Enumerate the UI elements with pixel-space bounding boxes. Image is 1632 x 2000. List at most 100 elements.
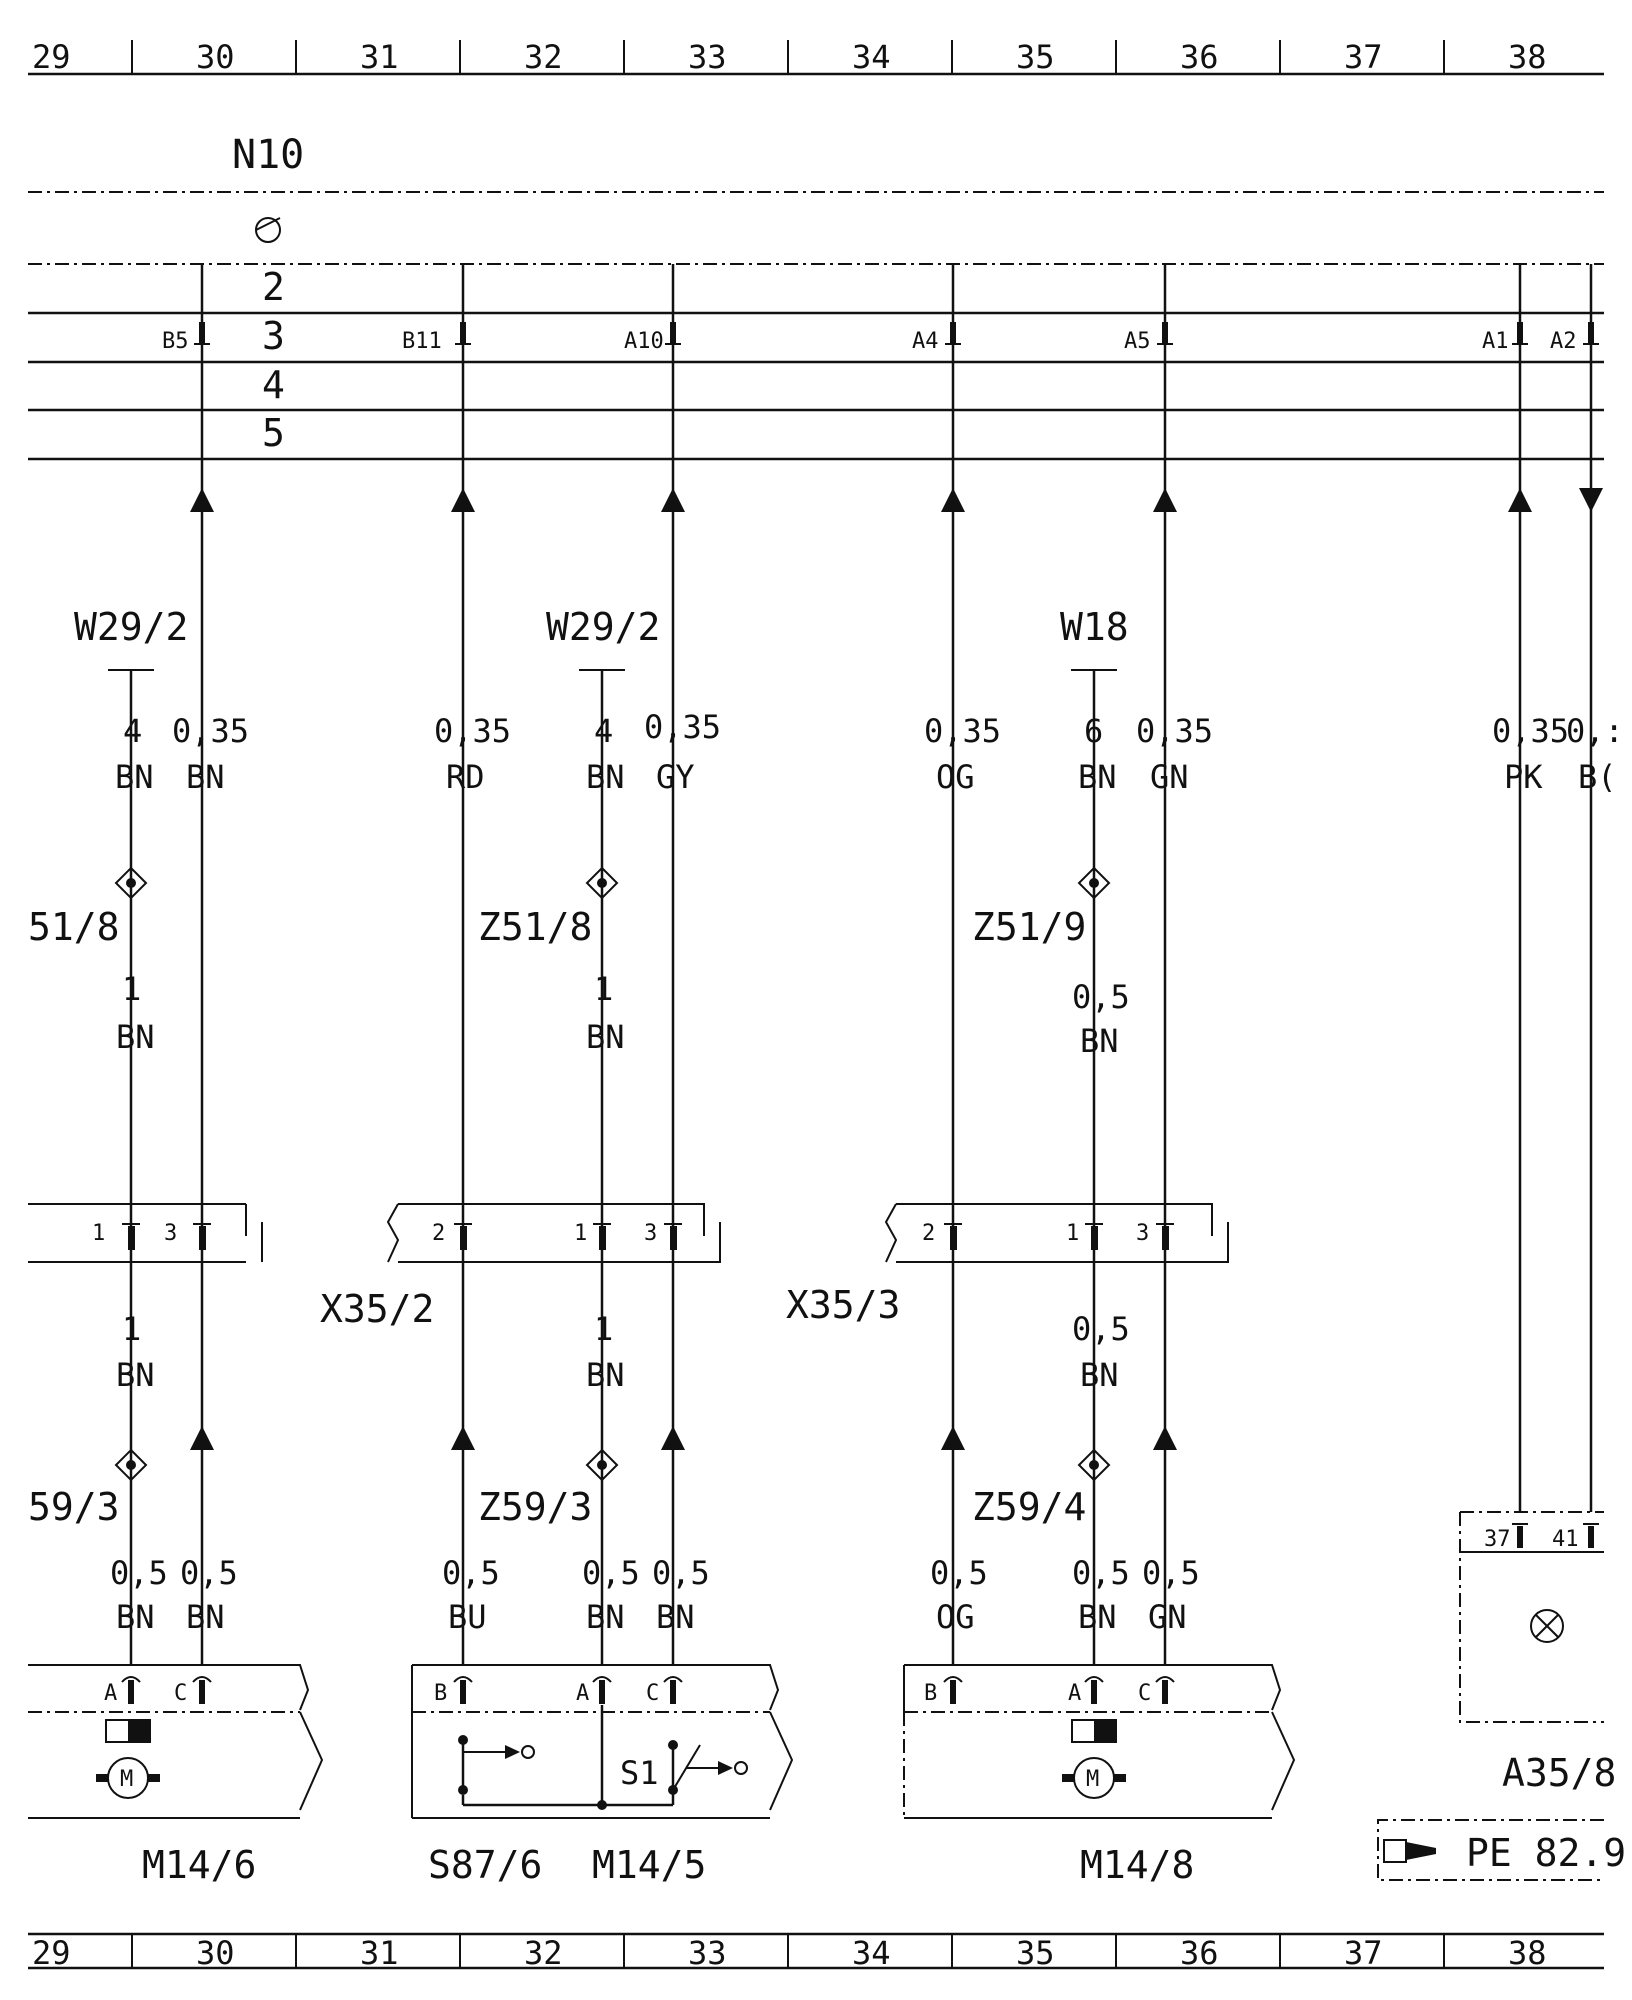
splice-label: Z59/4: [972, 1485, 1086, 1529]
motor-symbol: M: [120, 1767, 133, 1792]
wire-size: 0,5: [1072, 1310, 1130, 1348]
ground-symbol-icon: [255, 217, 281, 243]
connector-left: 1 3: [28, 1203, 263, 1263]
component-pin-label: A: [1068, 1681, 1081, 1706]
connector-pin-label: 1: [92, 1221, 105, 1246]
splice-label: Z51/9: [972, 905, 1086, 949]
component-label: M14/5: [592, 1843, 706, 1887]
wire-size: 0,5: [930, 1554, 988, 1592]
connector-label: X35/3: [786, 1283, 900, 1327]
ground-ref-label: W29/2: [74, 605, 188, 649]
wire-color: BU: [448, 1598, 487, 1636]
page-ref-label: PE 82.9: [1466, 1831, 1626, 1875]
connector-x35-2: 2 1 3 X35/2: [320, 1203, 721, 1331]
wire-size: 4: [594, 712, 613, 750]
wire-color: BN: [656, 1598, 695, 1636]
component-pin-label: B: [924, 1681, 937, 1706]
switch-contact-icon: [734, 1761, 748, 1775]
connector-pin-label: 3: [644, 1221, 657, 1246]
wire-labels-lower: 0,5 BN 0,5 BN 0,5 BU 0,5 BN 0,5 BN 0,5 O…: [110, 1554, 1200, 1636]
wire-color: BN: [116, 1018, 155, 1056]
grid-label: 32: [524, 1934, 563, 1972]
wire-runs: [108, 264, 1593, 1665]
wire-color: OG: [936, 1598, 975, 1636]
wire-color: GN: [1148, 1598, 1187, 1636]
signal-arrows: [190, 488, 1603, 1450]
wire-color: BN: [1080, 1356, 1119, 1394]
wire-color: BN: [186, 1598, 225, 1636]
grid-label: 33: [688, 38, 727, 76]
wire-size: 0,35: [172, 712, 249, 750]
wire-color: BN: [586, 1356, 625, 1394]
grid-label: 35: [1016, 1934, 1055, 1972]
grid-label: 29: [32, 38, 71, 76]
connector-x35-3: 2 1 3 X35/3: [786, 1203, 1229, 1327]
component-pin-label: 37: [1484, 1527, 1511, 1552]
connector-pin-label: A2: [1550, 329, 1577, 354]
wire-color: BN: [586, 1598, 625, 1636]
grid-label: 38: [1508, 1934, 1547, 1972]
wire-color: BN: [586, 758, 625, 796]
grid-label: 36: [1180, 1934, 1219, 1972]
connector-pin-label: A5: [1124, 329, 1151, 354]
wire-color: BN: [1078, 1598, 1117, 1636]
splice-label: Z51/8: [478, 905, 592, 949]
wire-color: BN: [1080, 1022, 1119, 1060]
wire-color: GN: [1150, 758, 1189, 796]
wire-size: 0,5: [652, 1554, 710, 1592]
page-reference[interactable]: PE 82.9: [1377, 1819, 1626, 1881]
wire-color: BN: [1078, 758, 1117, 796]
splice-label: Z59/3: [478, 1485, 592, 1529]
wire-size: 0,5: [1072, 978, 1130, 1016]
splices-upper: 51/8 Z51/8 Z51/9: [28, 866, 1111, 949]
component-label: A35/8: [1502, 1751, 1616, 1795]
wire-color: RD: [446, 758, 485, 796]
wire-size: 1: [122, 970, 141, 1008]
grid-label: 31: [360, 38, 399, 76]
splice-icon: [585, 1448, 619, 1482]
connector-pin-label: 2: [922, 1221, 935, 1246]
wire-color: BN: [116, 1356, 155, 1394]
grid-label: 34: [852, 38, 891, 76]
unit-pin-label: 3: [262, 314, 285, 358]
unit-pin-label: 4: [262, 363, 285, 407]
component-labels: M14/6 S87/6 M14/5 M14/8 A35/8: [142, 1751, 1616, 1887]
splice-icon: [585, 866, 619, 900]
component-pin-label: A: [104, 1681, 117, 1706]
wire-size: 0,35: [924, 712, 1001, 750]
component-pin-label: A: [576, 1681, 589, 1706]
wire-size: 0,5: [180, 1554, 238, 1592]
component-pin-label: C: [1138, 1681, 1151, 1706]
wire-size: 0,5: [110, 1554, 168, 1592]
ground-ref-label: W29/2: [546, 605, 660, 649]
connector-pin-label: 3: [1136, 1221, 1149, 1246]
wire-color: BN: [586, 1018, 625, 1056]
component-label: S87/6: [428, 1843, 542, 1887]
wire-size: 0,35: [644, 708, 721, 746]
ground-ref-label: W18: [1060, 605, 1129, 649]
component-pin-label: B: [434, 1681, 447, 1706]
grid-label: 35: [1016, 38, 1055, 76]
wire-labels-mid: 1 BN 1 BN 0,5 BN: [116, 970, 1130, 1060]
wire-color: BN: [186, 758, 225, 796]
grid-label: 36: [1180, 38, 1219, 76]
connector-pin-label: B11: [402, 329, 442, 354]
connector-pin-label: 1: [1066, 1221, 1079, 1246]
connector-pin-label: 3: [164, 1221, 177, 1246]
splice-icon: [114, 866, 148, 900]
wire-color: PK: [1504, 758, 1543, 796]
wire-color: GY: [656, 758, 695, 796]
lamp-icon: [1530, 1609, 1564, 1643]
splice-icon: [1077, 866, 1111, 900]
wire-size: 0,5: [582, 1554, 640, 1592]
connector-pin-label: B5: [162, 329, 189, 354]
grid-ruler-top: 29 30 31 32 33 34 35 36 37 38: [28, 38, 1604, 76]
splices-lower: 59/3 Z59/3 Z59/4: [28, 1448, 1111, 1529]
control-unit-n10: N10 2 3 4 5: [28, 132, 1604, 461]
grid-label: 29: [32, 1934, 71, 1972]
splice-icon: [114, 1448, 148, 1482]
connector-pin-label: A4: [912, 329, 939, 354]
component-pin-label: C: [174, 1681, 187, 1706]
component-m14-8: B A C M: [903, 1664, 1296, 1819]
wire-color: BN: [115, 758, 154, 796]
